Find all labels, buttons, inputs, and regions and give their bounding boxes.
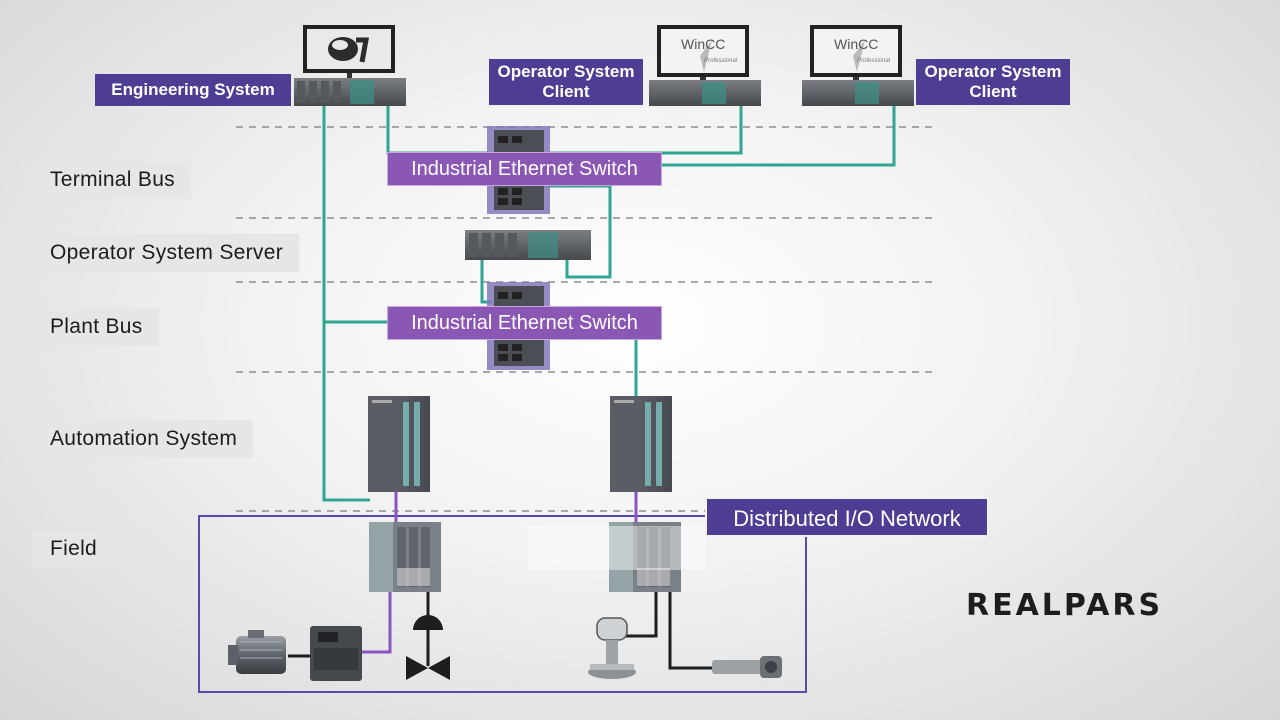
profibus-links (361, 492, 638, 654)
valve-device (406, 615, 450, 680)
engineering-monitor (303, 25, 395, 81)
field-wiring (288, 590, 712, 670)
drive-device (310, 626, 362, 681)
realpars-logo: REALPARS (966, 588, 1164, 623)
link-es-to-as1 (322, 322, 370, 502)
transmitter-device (588, 617, 636, 679)
operator-client-label-left: Operator System Client (489, 59, 643, 105)
level-field: Field (32, 530, 114, 568)
link-client2-to-terminal-switch (660, 100, 896, 167)
client-pc-rack-left (649, 80, 761, 106)
client-monitor-right: WinCC Professional (810, 25, 902, 82)
distributed-io-label: Distributed I/O Network (705, 497, 989, 537)
client-monitor-left: WinCC Professional (657, 25, 749, 82)
automation-controller-1 (368, 396, 430, 492)
io-station-2 (609, 522, 681, 592)
operator-client-label-right: Operator System Client (916, 59, 1070, 105)
wincc-title-right: WinCC (834, 36, 878, 52)
io-station-1 (369, 522, 441, 592)
level-automation-system: Automation System (32, 420, 254, 458)
link-terminal-switch-to-server (545, 184, 612, 279)
link-es-to-plant-switch (322, 100, 388, 324)
faint-panel (528, 526, 706, 570)
motor-device (228, 630, 286, 674)
os-server-rack (465, 230, 591, 260)
engineering-system-label: Engineering System (95, 74, 291, 106)
engineering-pc-rack (294, 78, 406, 106)
wire-io2-transmitter (626, 590, 658, 638)
wincc-title-left: WinCC (681, 36, 725, 52)
wire-io2-sensor (668, 590, 712, 670)
wincc-sub-right: Professional (857, 58, 891, 64)
wincc-sub-left: Professional (704, 58, 738, 64)
proximity-sensor-device (712, 656, 782, 678)
automation-controller-2 (610, 396, 672, 492)
link-io1-to-drive (361, 590, 392, 654)
distributed-io-frame (198, 515, 807, 693)
terminal-switch-label: Industrial Ethernet Switch (387, 152, 662, 186)
plant-switch-label: Industrial Ethernet Switch (387, 306, 662, 340)
client-pc-rack-right (802, 80, 914, 106)
level-terminal-bus: Terminal Bus (32, 161, 191, 199)
level-plant-bus: Plant Bus (32, 308, 159, 346)
level-os-server: Operator System Server (32, 234, 300, 272)
